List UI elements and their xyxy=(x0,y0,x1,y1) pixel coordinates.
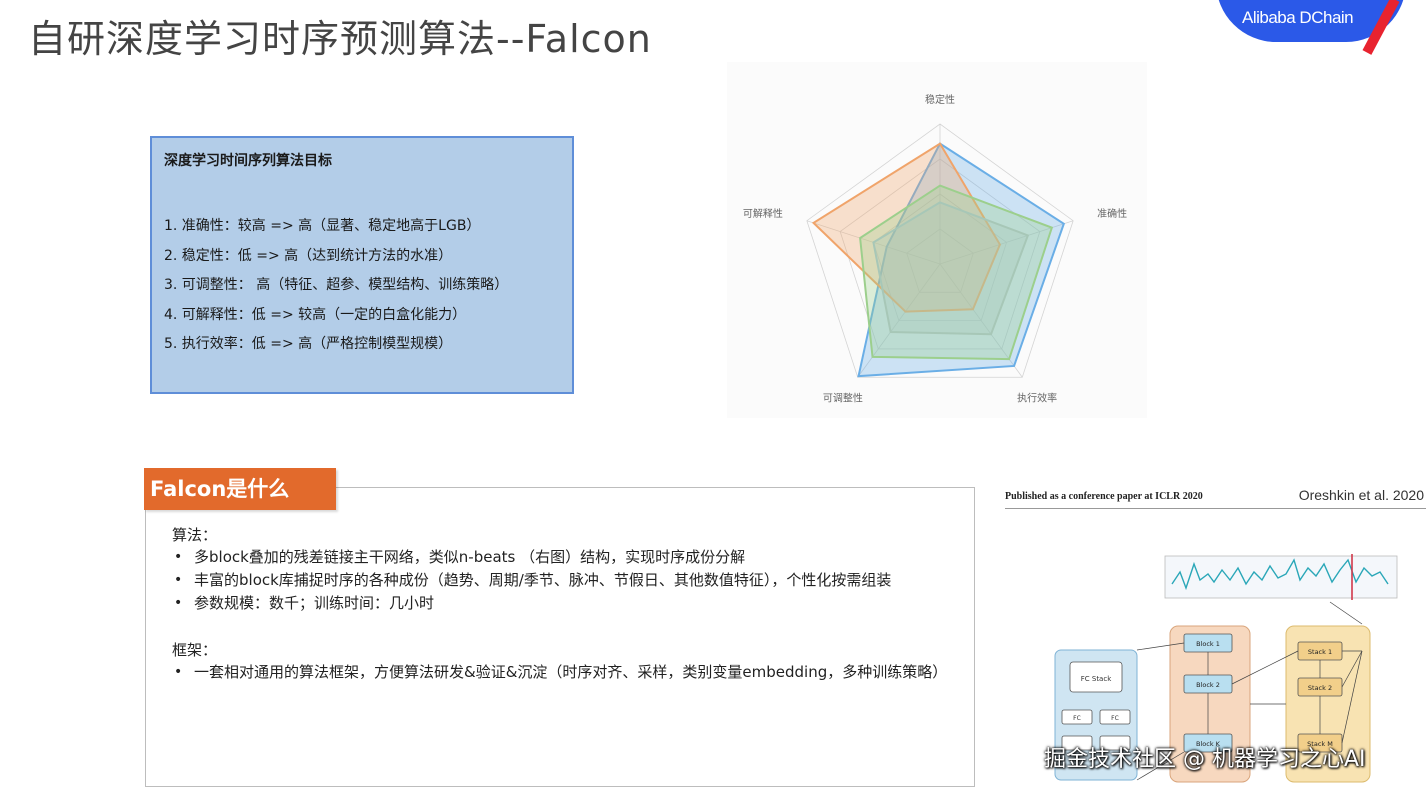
block-2-text: Block 2 xyxy=(1196,681,1220,689)
stack-2-text: Stack 2 xyxy=(1308,684,1332,692)
goal-item: 5. 执行效率：低 => 高（严格控制模型规模） xyxy=(164,336,453,352)
radar-grid-ring xyxy=(839,158,1041,350)
algo-bullet: 丰富的block库捕捉时序的各种成份（趋势、周期/季节、脉冲、节假日、其他数值特… xyxy=(172,571,962,590)
stack-m-text: Stack M xyxy=(1307,740,1333,748)
goal-item: 3. 可调整性： 高（特征、超参、模型结构、训练策略） xyxy=(164,277,509,293)
radar-grid-ring xyxy=(806,123,1074,378)
falcon-panel xyxy=(145,487,975,787)
algo-label: 算法： xyxy=(172,526,218,544)
radar-grid-ring xyxy=(906,228,974,293)
alibaba-dchain-logo: Alibaba DChain xyxy=(1216,0,1406,42)
goal-item: 4. 可解释性：低 => 较高（一定的白盒化能力） xyxy=(164,306,467,323)
algo-bullets: 多block叠加的残差链接主干网络，类似n-beats （右图）结构，实现时序成… xyxy=(172,548,962,613)
framework-bullets: 一套相对通用的算法框架，方便算法研发&验证&沉淀（时序对齐、采样，类别变量emb… xyxy=(172,663,962,682)
radar-axis-label: 可解释性 xyxy=(743,207,783,220)
falcon-tab: Falcon是什么 xyxy=(144,468,336,510)
nbeats-paper-figure: Published as a conference paper at ICLR … xyxy=(1000,484,1426,792)
goals-heading: 深度学习时间序列算法目标 xyxy=(164,153,332,169)
radar-axis-label: 稳定性 xyxy=(925,93,955,106)
paper-header-left: Published as a conference paper at ICLR … xyxy=(1005,491,1203,502)
radar-chart: 稳定性准确性执行效率 可调整性 可解释性 xyxy=(727,62,1147,418)
radar-series-3 xyxy=(859,184,1054,361)
algo-bullet: 多block叠加的残差链接主干网络，类似n-beats （右图）结构，实现时序成… xyxy=(172,548,962,567)
diagram-connectors xyxy=(1136,601,1363,781)
basis-box-left xyxy=(1061,735,1093,751)
algo-bullet: 参数规模：数千；训练时间：几小时 xyxy=(172,594,962,613)
nbeats-architecture-diagram: FC Stack FC FC Block 1 Block 2 Block K S… xyxy=(1054,554,1398,783)
radar-spoke xyxy=(857,263,941,378)
fc-stack-box xyxy=(1069,661,1123,693)
radar-axis-label: 准确性 xyxy=(1097,207,1127,220)
goal-item: 2. 稳定性：低 => 高（达到统计方法的水准） xyxy=(164,247,453,264)
fc-box-left xyxy=(1061,709,1093,725)
slide-title: 自研深度学习时序预测算法--Falcon xyxy=(28,17,652,61)
paper-header-right: Oreshkin et al. 2020 xyxy=(1298,487,1424,503)
goal-item: 1. 准确性：较高 => 高（显著、稳定地高于LGB） xyxy=(164,218,481,234)
radar-axis-label: 执行效率 xyxy=(1017,392,1057,405)
stack-1-text: Stack 1 xyxy=(1308,648,1332,656)
framework-label: 框架： xyxy=(172,641,218,659)
radar-axis-label: 可调整性 xyxy=(823,392,863,405)
goals-list: 1. 准确性：较高 => 高（显著、稳定地高于LGB） 2. 稳定性：低 => … xyxy=(164,212,560,360)
framework-bullet: 一套相对通用的算法框架，方便算法研发&验证&沉淀（时序对齐、采样，类别变量emb… xyxy=(172,663,962,682)
block-1-text: Block 1 xyxy=(1196,640,1220,648)
paper-header-rule xyxy=(1005,508,1426,509)
fc-left-text: FC xyxy=(1073,715,1081,722)
radar-grid-ring xyxy=(872,193,1008,322)
block-k-text: Block K xyxy=(1196,740,1221,748)
goals-box: 深度学习时间序列算法目标 1. 准确性：较高 => 高（显著、稳定地高于LGB）… xyxy=(150,136,574,394)
basis-box-right xyxy=(1099,735,1131,751)
fc-right-text: FC xyxy=(1111,715,1119,722)
watermark: 掘金技术社区 @ 机器学习之心AI xyxy=(1044,747,1366,772)
radar-series-2 xyxy=(811,142,1002,313)
fc-stack-text: FC Stack xyxy=(1081,675,1112,683)
radar-series-4 xyxy=(872,201,1030,336)
fc-box-right xyxy=(1099,709,1131,725)
series-line xyxy=(1171,558,1389,591)
falcon-content: 算法： 多block叠加的残差链接主干网络，类似n-beats （右图）结构，实… xyxy=(172,524,962,686)
